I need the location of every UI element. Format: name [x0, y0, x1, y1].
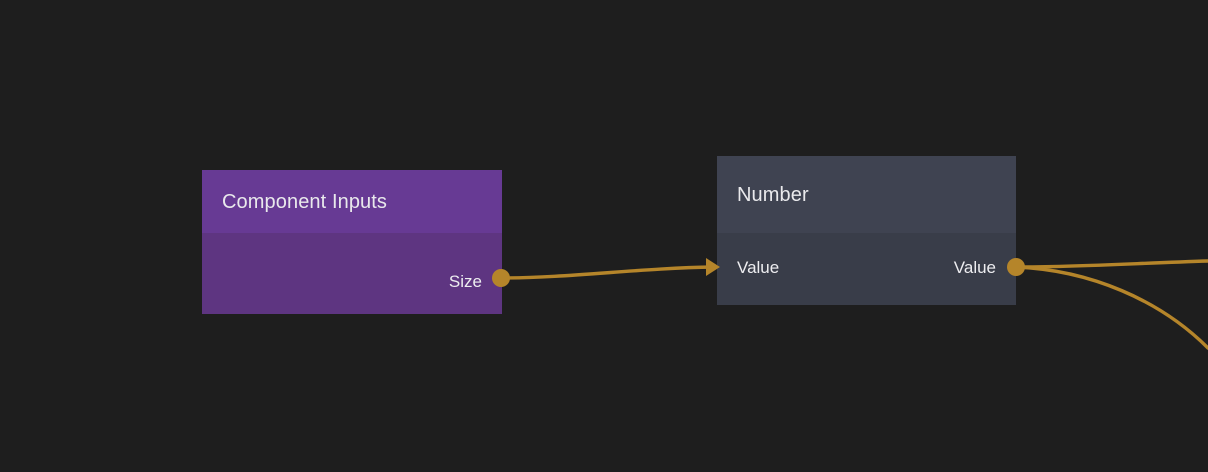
node-component-inputs-header[interactable]: Component Inputs: [202, 170, 502, 233]
output-port-circle-icon-value[interactable]: [1007, 258, 1025, 276]
output-port-label-value: Value: [953, 257, 996, 277]
node-component-inputs-body: Size: [202, 233, 502, 314]
port-row-value: Value Value: [717, 256, 1016, 278]
node-number-body: Value Value: [717, 233, 1016, 305]
input-port-arrow-icon-value[interactable]: [706, 258, 720, 276]
edge-value-out-lower: [1014, 265, 1208, 350]
node-component-inputs[interactable]: Component Inputs Size: [202, 170, 502, 314]
input-port-label-value: Value: [737, 257, 780, 277]
node-number-header[interactable]: Number: [717, 156, 1016, 233]
node-number[interactable]: Number Value Value: [717, 156, 1016, 305]
edge-value-out-upper: [1014, 259, 1208, 269]
node-number-title: Number: [737, 183, 809, 206]
node-component-inputs-title: Component Inputs: [222, 190, 388, 213]
output-port-circle-icon-size[interactable]: [492, 269, 510, 287]
output-port-label-size: Size: [448, 271, 482, 291]
port-row-size: Size: [202, 270, 502, 292]
edge-size-to-value: [499, 265, 716, 280]
